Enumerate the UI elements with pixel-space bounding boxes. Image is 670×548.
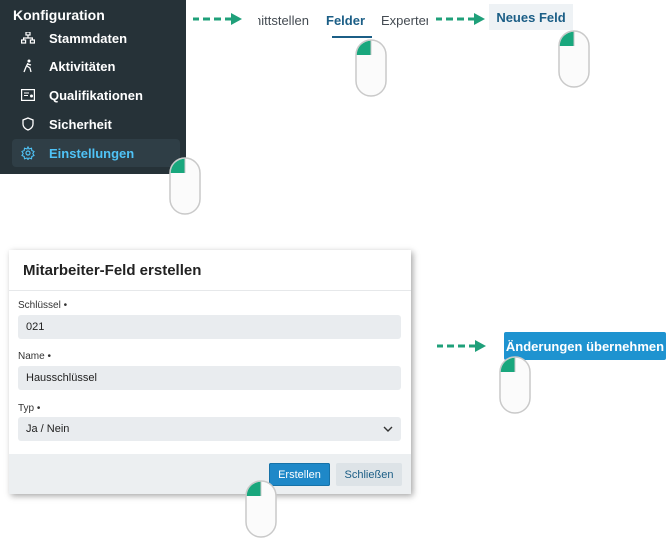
tab-experten[interactable]: Experten [381,13,428,28]
apply-changes-button[interactable]: Änderungen übernehmen [504,332,666,360]
sidebar-item-einstellungen[interactable]: Einstellungen [12,139,180,167]
tab-schnittstellen[interactable]: nittstellen [258,13,309,28]
shield-icon [20,116,36,132]
create-employee-field-dialog: Mitarbeiter-Feld erstellen Schlüssel • 0… [9,250,411,494]
org-chart-icon [20,30,36,46]
sidebar-item-qualifikationen[interactable]: Qualifikationen [12,81,180,109]
new-field-button[interactable]: Neues Feld [489,4,573,30]
dialog-footer: Erstellen Schließen [9,454,411,494]
certificate-icon [20,87,36,103]
name-value: Hausschlüssel [26,372,97,384]
sidebar-item-label: Einstellungen [49,145,135,161]
sidebar-item-label: Stammdaten [49,30,128,46]
mouse-click-icon [355,39,387,97]
close-button[interactable]: Schließen [336,463,402,486]
step-arrow-icon [436,13,485,25]
tab-bar: nittstellen Felder Experten [258,4,428,38]
dialog-divider [9,290,411,291]
sidebar-title: Konfiguration [13,7,105,23]
key-label: Schlüssel • [18,300,68,311]
step-arrow-icon [437,340,486,352]
type-select[interactable]: Ja / Nein [18,417,401,441]
sidebar-item-aktivitaeten[interactable]: Aktivitäten [12,52,180,80]
walking-icon [20,58,36,74]
create-button[interactable]: Erstellen [269,463,330,486]
mouse-click-icon [558,30,590,88]
active-tab-indicator [332,36,372,38]
type-label: Typ • [18,403,41,414]
dialog-title: Mitarbeiter-Feld erstellen [23,262,202,279]
sidebar-item-label: Sicherheit [49,116,112,132]
type-value: Ja / Nein [26,423,70,435]
tab-felder[interactable]: Felder [326,13,366,28]
key-value: 021 [26,321,45,333]
key-input[interactable]: 021 [18,315,401,339]
step-arrow-icon [193,13,242,25]
sidebar-item-sicherheit[interactable]: Sicherheit [12,110,180,138]
chevron-down-icon [383,423,393,435]
name-input[interactable]: Hausschlüssel [18,366,401,390]
sidebar-item-stammdaten[interactable]: Stammdaten [12,24,180,52]
mouse-click-icon [499,356,531,414]
mouse-click-icon [245,480,277,538]
mouse-click-icon [169,157,201,215]
sidebar: Konfiguration Stammdaten Aktivitäten Qua… [0,0,186,174]
sidebar-item-label: Aktivitäten [49,58,116,74]
gear-icon [20,145,36,161]
sidebar-item-label: Qualifikationen [49,87,143,103]
name-label: Name • [18,351,51,362]
